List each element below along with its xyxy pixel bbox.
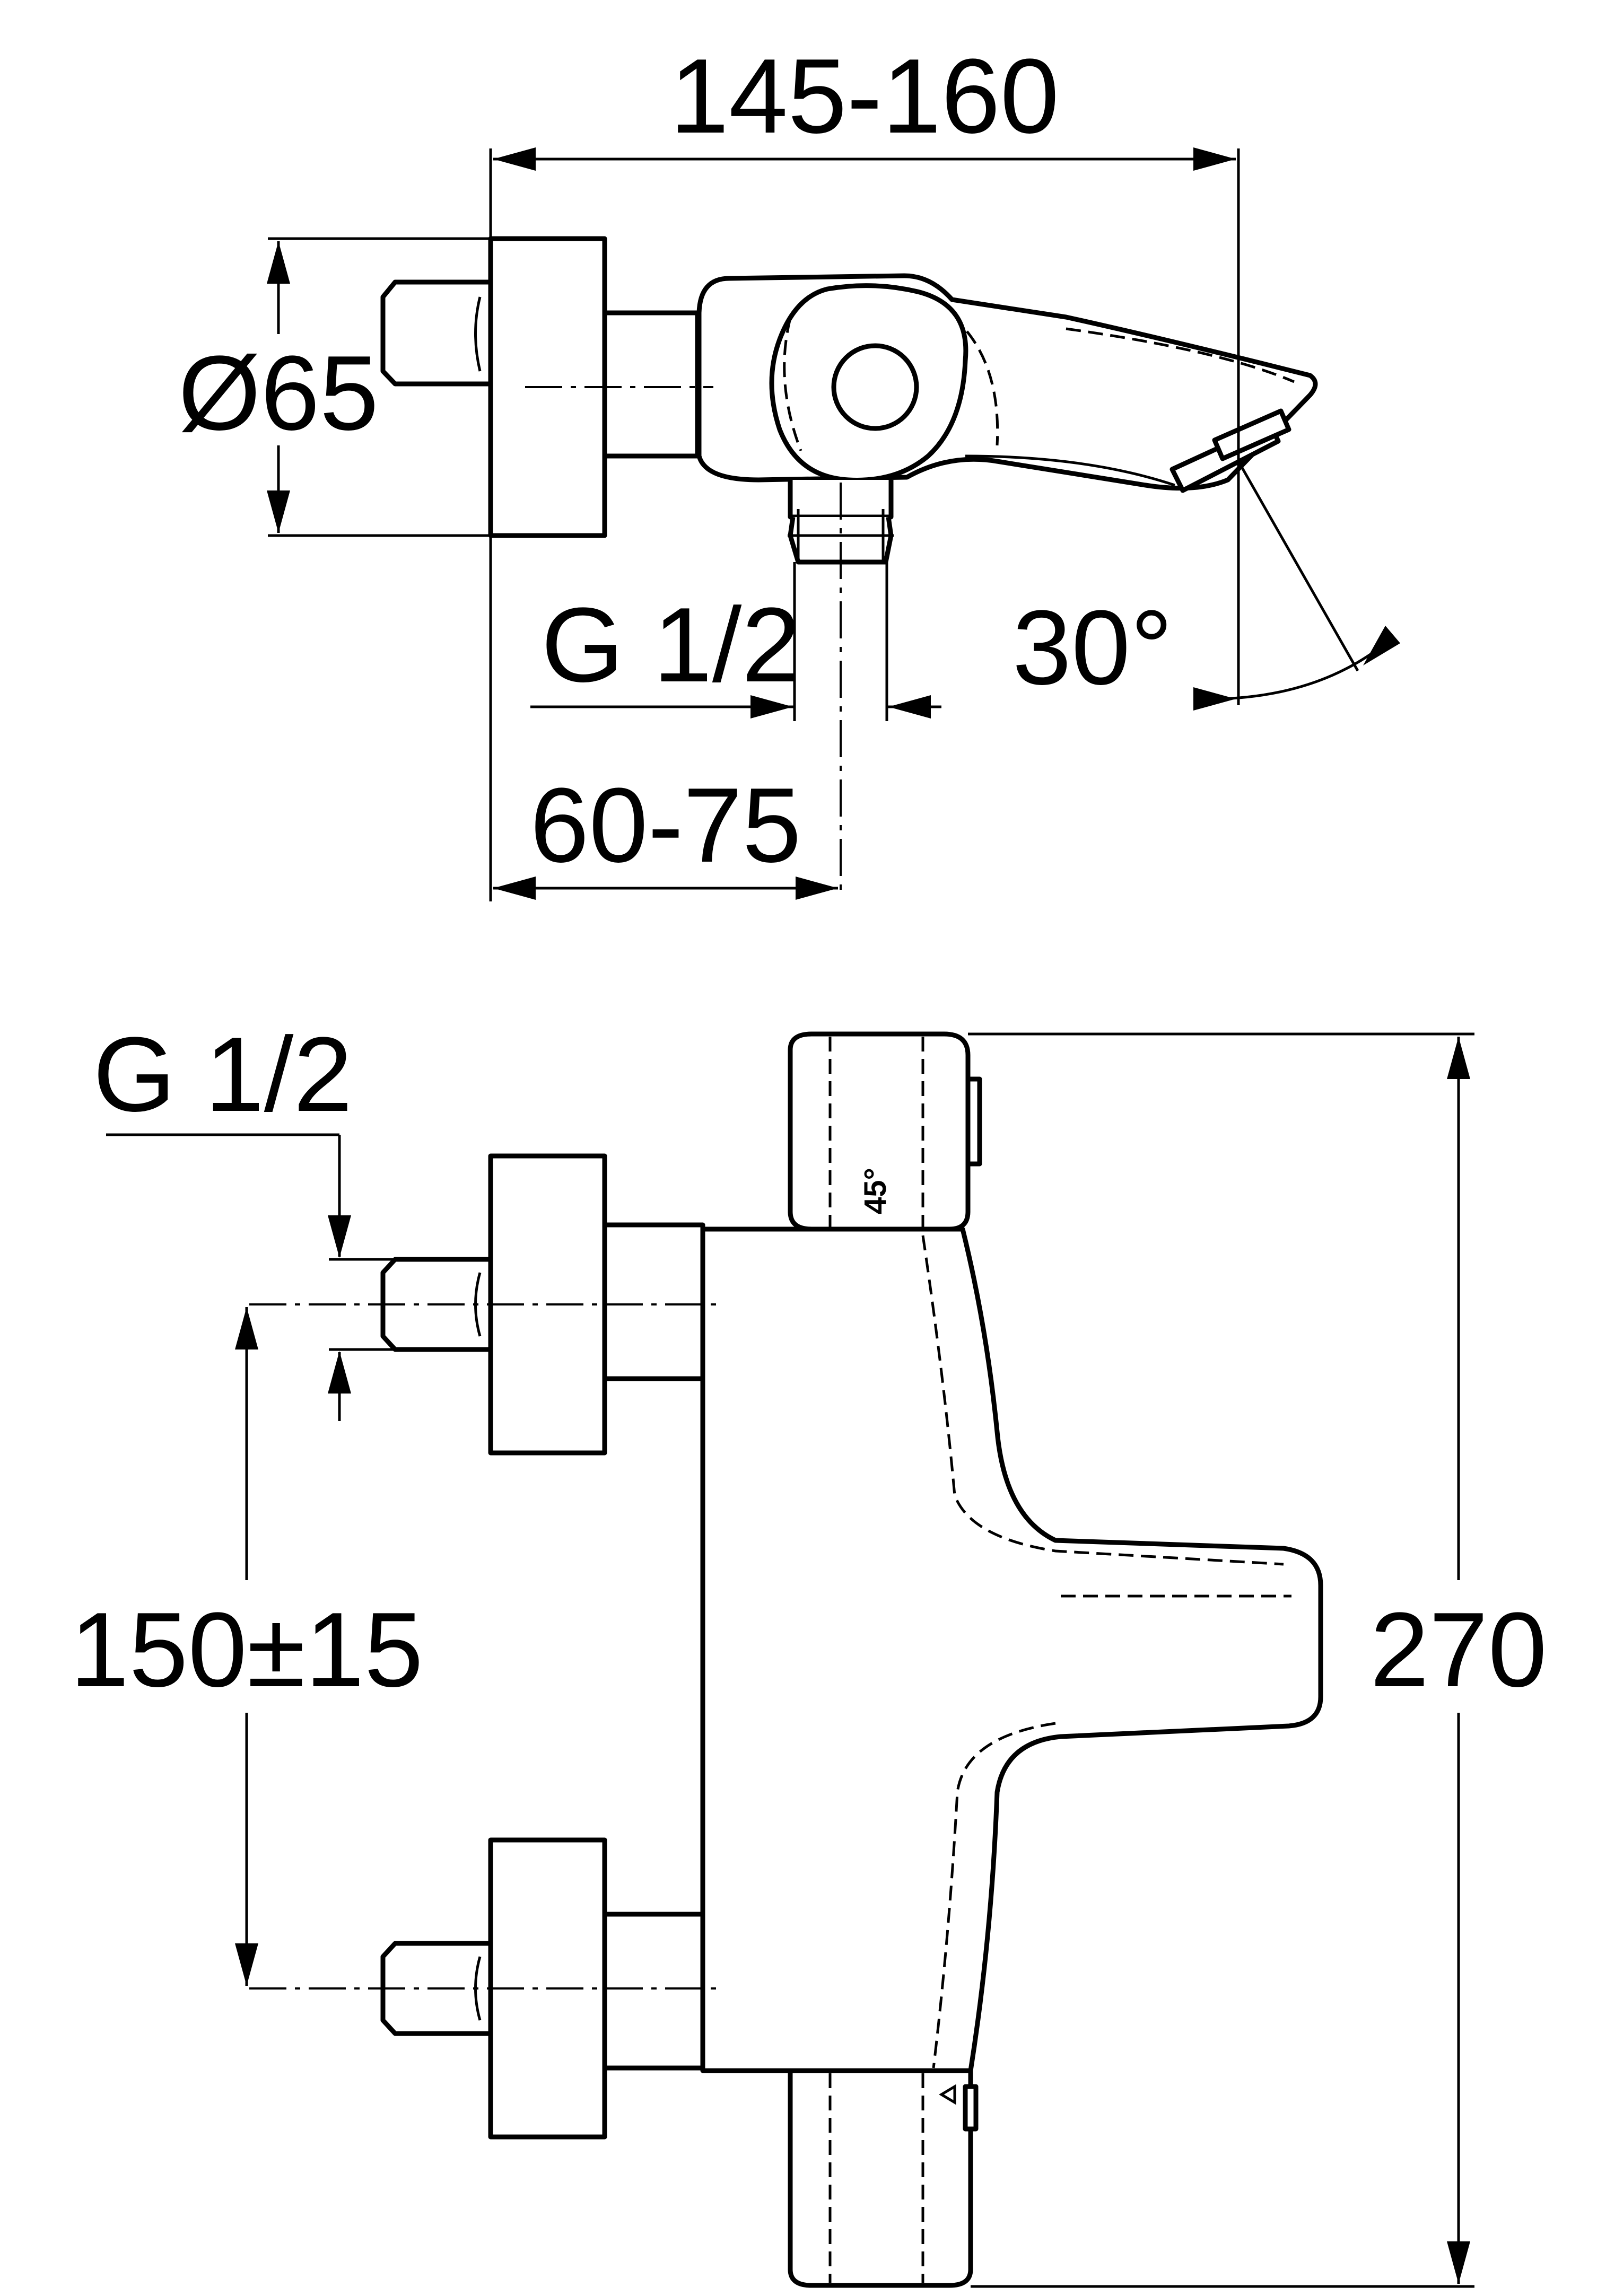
dim-outlet-thread: G 1/2 [530,586,941,718]
dim-overall-width-label: 145-160 [670,37,1059,155]
side-aerator [1169,408,1291,493]
front-top-handle: 45° [788,1031,982,1232]
dim-diameter: Ø65 [178,237,491,537]
front-view: 45° [70,1015,1547,2288]
front-valve-body [700,1226,1323,2073]
dim-overall-height: 270 [968,1032,1547,2288]
side-outlet-nipple [788,480,894,565]
dim-spout-angle-label: 30° [1013,589,1173,707]
side-inlet-nipple [380,279,493,387]
dim-inlet-thread-label: G 1/2 [93,1015,352,1134]
dim-projection: 60-75 [489,536,838,901]
front-lower-inlet [249,1837,719,2140]
dim-projection-label: 60-75 [530,766,801,884]
dim-outlet-thread-label: G 1/2 [541,586,800,704]
handle-mark-45: 45° [858,1168,893,1214]
dim-diameter-label: Ø65 [178,334,379,452]
side-connector [602,310,700,459]
dim-overall-width: 145-160 [489,37,1240,705]
side-view: 145-160 Ø65 G 1/2 30° [178,37,1400,901]
dim-inlet-spacing-label: 150±15 [70,1591,423,1709]
front-upper-inlet [249,1153,719,1456]
dim-inlet-thread: G 1/2 [93,1015,395,1421]
front-bottom-handle [788,2068,979,2288]
dim-inlet-spacing: 150±15 [70,1307,423,1986]
dim-spout-angle: 30° [1013,460,1400,711]
side-knob-center [831,343,919,431]
dim-overall-height-label: 270 [1370,1591,1547,1709]
